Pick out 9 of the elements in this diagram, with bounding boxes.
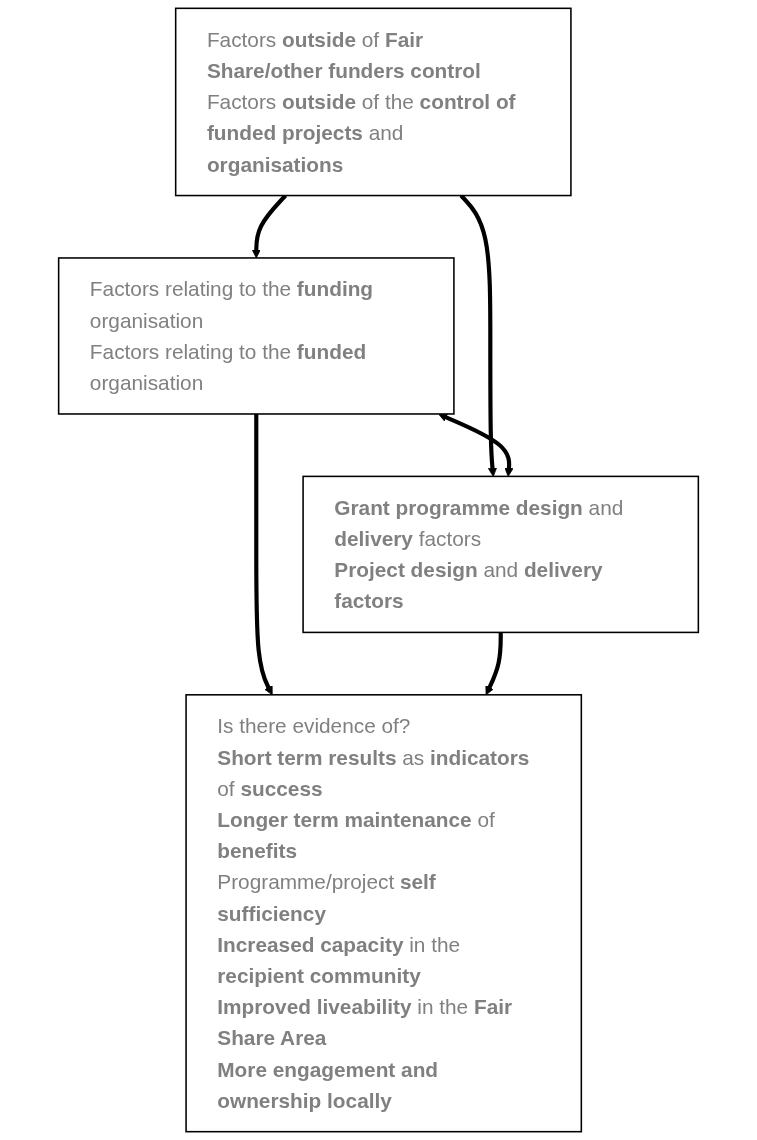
- arrow: [459, 194, 498, 477]
- arrow: [485, 632, 503, 696]
- arrow: [438, 413, 514, 477]
- node-box: Is there evidence of? Short term results as indicators of success Longer term maintenance of benefits Programme/project self sufficiency Increased capacity in the recipient community Improved liveability in the Fair Share Area More engagement and ownership locally: [185, 694, 583, 1133]
- node-box: Factors outside of Fair Share/other funders control Factors outside of the control of funded projects and organisations: [174, 7, 572, 197]
- arrow: [254, 414, 273, 696]
- node-box: Grant programme design and delivery factors Project design and delivery factors: [302, 475, 700, 634]
- arrow: [251, 194, 288, 259]
- node-box: Factors relating to the funding organisation Factors relating to the funded organisation: [57, 257, 455, 415]
